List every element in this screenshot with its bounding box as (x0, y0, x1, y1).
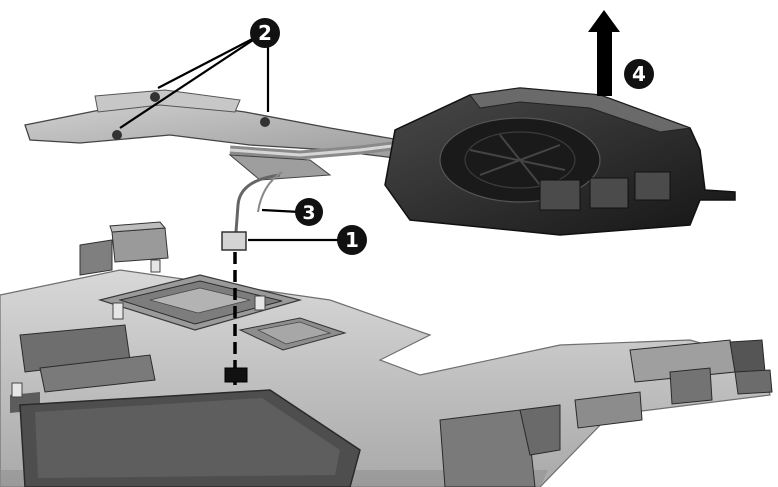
io-connectors (439, 339, 773, 487)
heat-sink (24, 89, 401, 251)
callout-1-label: 1 (345, 228, 359, 252)
callout-2: 2 (250, 18, 280, 48)
callout-4-label: 4 (632, 62, 646, 86)
board-connector (79, 221, 169, 276)
callout-3: 3 (295, 198, 323, 226)
fan-cable (234, 173, 281, 233)
system-board (0, 221, 773, 487)
fan-cable-connector (221, 231, 247, 251)
leader-lines (119, 33, 342, 385)
system-board-fan-connector (224, 367, 248, 383)
fan-vents (539, 171, 671, 211)
fan (384, 87, 736, 236)
callout-2-label: 2 (258, 21, 272, 45)
heat-sink-screws (112, 92, 270, 140)
callout-3-label: 3 (302, 202, 315, 224)
board-screw-posts (11, 259, 266, 398)
processor-socket (97, 274, 303, 331)
callout-1: 1 (337, 225, 367, 255)
callout-4: 4 (624, 59, 654, 89)
chipset (238, 317, 347, 351)
lift-direction-arrow (588, 10, 620, 96)
